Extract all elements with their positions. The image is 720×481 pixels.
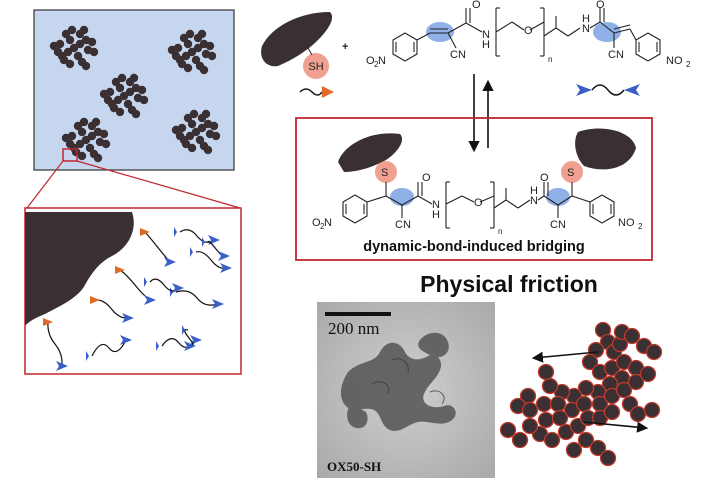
- svg-text:CN: CN: [550, 219, 566, 231]
- svg-text:O: O: [474, 197, 483, 209]
- linker-molecule: [115, 266, 156, 305]
- svg-text:SH: SH: [308, 61, 323, 73]
- svg-text:O: O: [540, 172, 549, 184]
- svg-text:N: N: [530, 195, 538, 207]
- beaded-cluster: [499, 321, 663, 467]
- svg-text:H: H: [530, 185, 538, 197]
- force-arrow-icon: [531, 351, 649, 433]
- svg-text:N: N: [378, 55, 386, 67]
- linker-molecule: [140, 228, 176, 267]
- crosslinker-labels: O 2 N CN O N H O n N H O CN NO 2: [366, 0, 691, 69]
- particle-cluster: [171, 109, 221, 155]
- svg-text:CN: CN: [450, 49, 466, 61]
- svg-text:CN: CN: [608, 49, 624, 61]
- svg-text:N: N: [324, 217, 332, 229]
- svg-text:n: n: [548, 55, 552, 64]
- svg-text:S: S: [567, 167, 574, 179]
- linker-molecule: [182, 325, 196, 351]
- particle-cluster: [99, 73, 149, 119]
- particle-surface: [25, 212, 134, 326]
- tem-image: 200 nm OX50-SH: [317, 302, 495, 478]
- svg-text:2: 2: [320, 222, 325, 231]
- linker-molecule: [43, 318, 68, 371]
- linker-molecule: [202, 237, 230, 261]
- svg-text:N: N: [432, 199, 440, 211]
- svg-text:O: O: [596, 0, 605, 11]
- svg-text:S: S: [381, 167, 388, 179]
- svg-text:O: O: [422, 172, 431, 184]
- svg-text:O: O: [472, 0, 481, 11]
- linker-molecule: [170, 287, 224, 309]
- svg-text:H: H: [582, 13, 590, 25]
- svg-text:N: N: [482, 29, 490, 41]
- svg-text:n: n: [498, 227, 502, 236]
- svg-text:O: O: [366, 55, 375, 67]
- particle-cluster: [61, 117, 111, 163]
- cluster-panel: [26, 9, 241, 209]
- svg-text:H: H: [432, 209, 440, 221]
- linker-molecule: [86, 335, 132, 361]
- zoom-marker: [62, 148, 78, 162]
- svg-text:OX50-SH: OX50-SH: [327, 459, 381, 474]
- friction-title: Physical friction: [420, 271, 598, 297]
- bridging-box: S S O 2 N CN O N H O n N H O CN NO 2 dyn…: [295, 117, 653, 261]
- thiol-arrow-icon: [299, 86, 334, 98]
- linker-molecule: [144, 277, 184, 293]
- bridging-caption: dynamic-bond-induced bridging: [363, 239, 585, 255]
- svg-text:2: 2: [686, 60, 691, 69]
- svg-text:N: N: [582, 23, 590, 35]
- particle-cluster: [167, 29, 217, 75]
- svg-text:CN: CN: [395, 219, 411, 231]
- svg-text:NO: NO: [618, 217, 635, 229]
- thiol-group: [303, 53, 329, 79]
- crosslinker-molecule: [392, 7, 661, 62]
- particle-cluster: [49, 25, 99, 71]
- svg-text:H: H: [482, 39, 490, 51]
- svg-text:2: 2: [638, 222, 643, 231]
- tem-aggregate: [340, 332, 456, 431]
- svg-text:O: O: [312, 217, 321, 229]
- linker-icon: [576, 84, 640, 96]
- reversible-arrows-icon: [468, 74, 494, 153]
- svg-text:O: O: [524, 25, 533, 37]
- linker-molecule: [90, 296, 134, 323]
- plus-sign: +: [342, 41, 348, 53]
- particle-clusters: [49, 25, 221, 163]
- linker-molecule: [190, 247, 232, 273]
- svg-text:NO: NO: [666, 55, 683, 67]
- linker-molecules: [43, 227, 232, 371]
- svg-text:2: 2: [374, 60, 379, 69]
- thiol-particle: SH: [261, 12, 334, 98]
- scale-bar: [325, 312, 391, 316]
- zoom-panel: [24, 207, 242, 375]
- svg-text:200 nm: 200 nm: [328, 319, 379, 338]
